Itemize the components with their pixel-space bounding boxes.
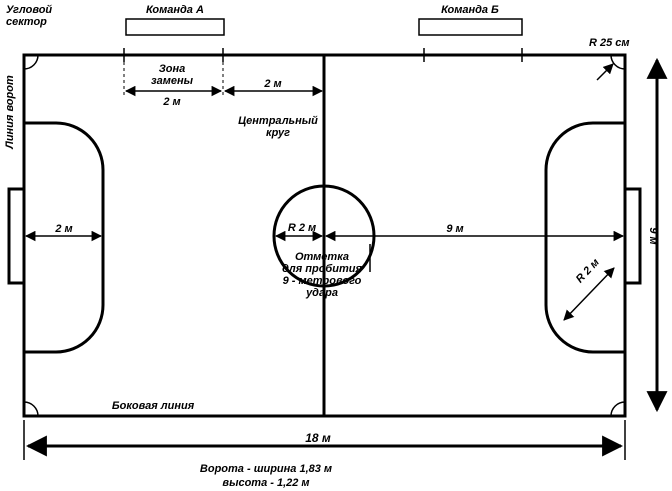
penalty-area-right	[544, 121, 625, 354]
center-circle-label-line2: круг	[266, 127, 290, 139]
sub-zone-label-line2: замены	[151, 75, 194, 87]
corner-arc-bottom-left	[23, 401, 39, 417]
sub-zone-label-line1: Зона	[159, 63, 186, 75]
penalty-radius-label: R 2 м	[574, 257, 602, 286]
corner-radius-pointer	[596, 63, 614, 81]
corner-arc-top-left	[23, 54, 39, 70]
penalty-mark-label-line4: удара	[305, 287, 338, 299]
touch-line-label: Боковая линия	[112, 400, 195, 412]
penalty-mark-label-line3: 9 - метрового	[283, 275, 362, 287]
width-9m-label: 9 м	[647, 227, 659, 244]
penalty-mark-label-line2: для пробития	[282, 263, 362, 275]
penalty-mark-label-line1: Отметка	[295, 251, 349, 263]
nine-m-label: 9 м	[446, 223, 463, 235]
team-b-bench	[418, 18, 523, 36]
center-circle-label-line1: Центральный	[238, 115, 318, 127]
goal-size-label-line1: Ворота - ширина 1,83 м	[200, 463, 332, 475]
corner-sector-label-line1: Угловой	[6, 4, 52, 16]
sub-to-center-2m-label: 2 м	[263, 78, 281, 90]
goal-right	[623, 187, 642, 285]
corner-radius-label: R 25 см	[589, 37, 630, 49]
sub-zone-2m-label: 2 м	[162, 96, 180, 108]
penalty-area-left	[24, 121, 105, 354]
corner-arc-top-right	[610, 54, 626, 70]
length-18m-label: 18 м	[305, 431, 331, 445]
team-b-label: Команда Б	[441, 4, 499, 16]
goal-size-label-line2: высота - 1,22 м	[222, 477, 309, 489]
team-a-bench	[125, 18, 225, 36]
goal-line-label: Линия ворот	[4, 75, 16, 150]
dim-arrow-penalty-radius	[563, 267, 615, 321]
center-radius-label: R 2 м	[288, 222, 316, 234]
corner-sector-label-line2: сектор	[6, 16, 47, 28]
goal-left	[7, 187, 26, 285]
corner-arc-bottom-right	[610, 401, 626, 417]
team-a-label: Команда А	[146, 4, 204, 16]
penalty-area-2m-label: 2 м	[54, 223, 72, 235]
